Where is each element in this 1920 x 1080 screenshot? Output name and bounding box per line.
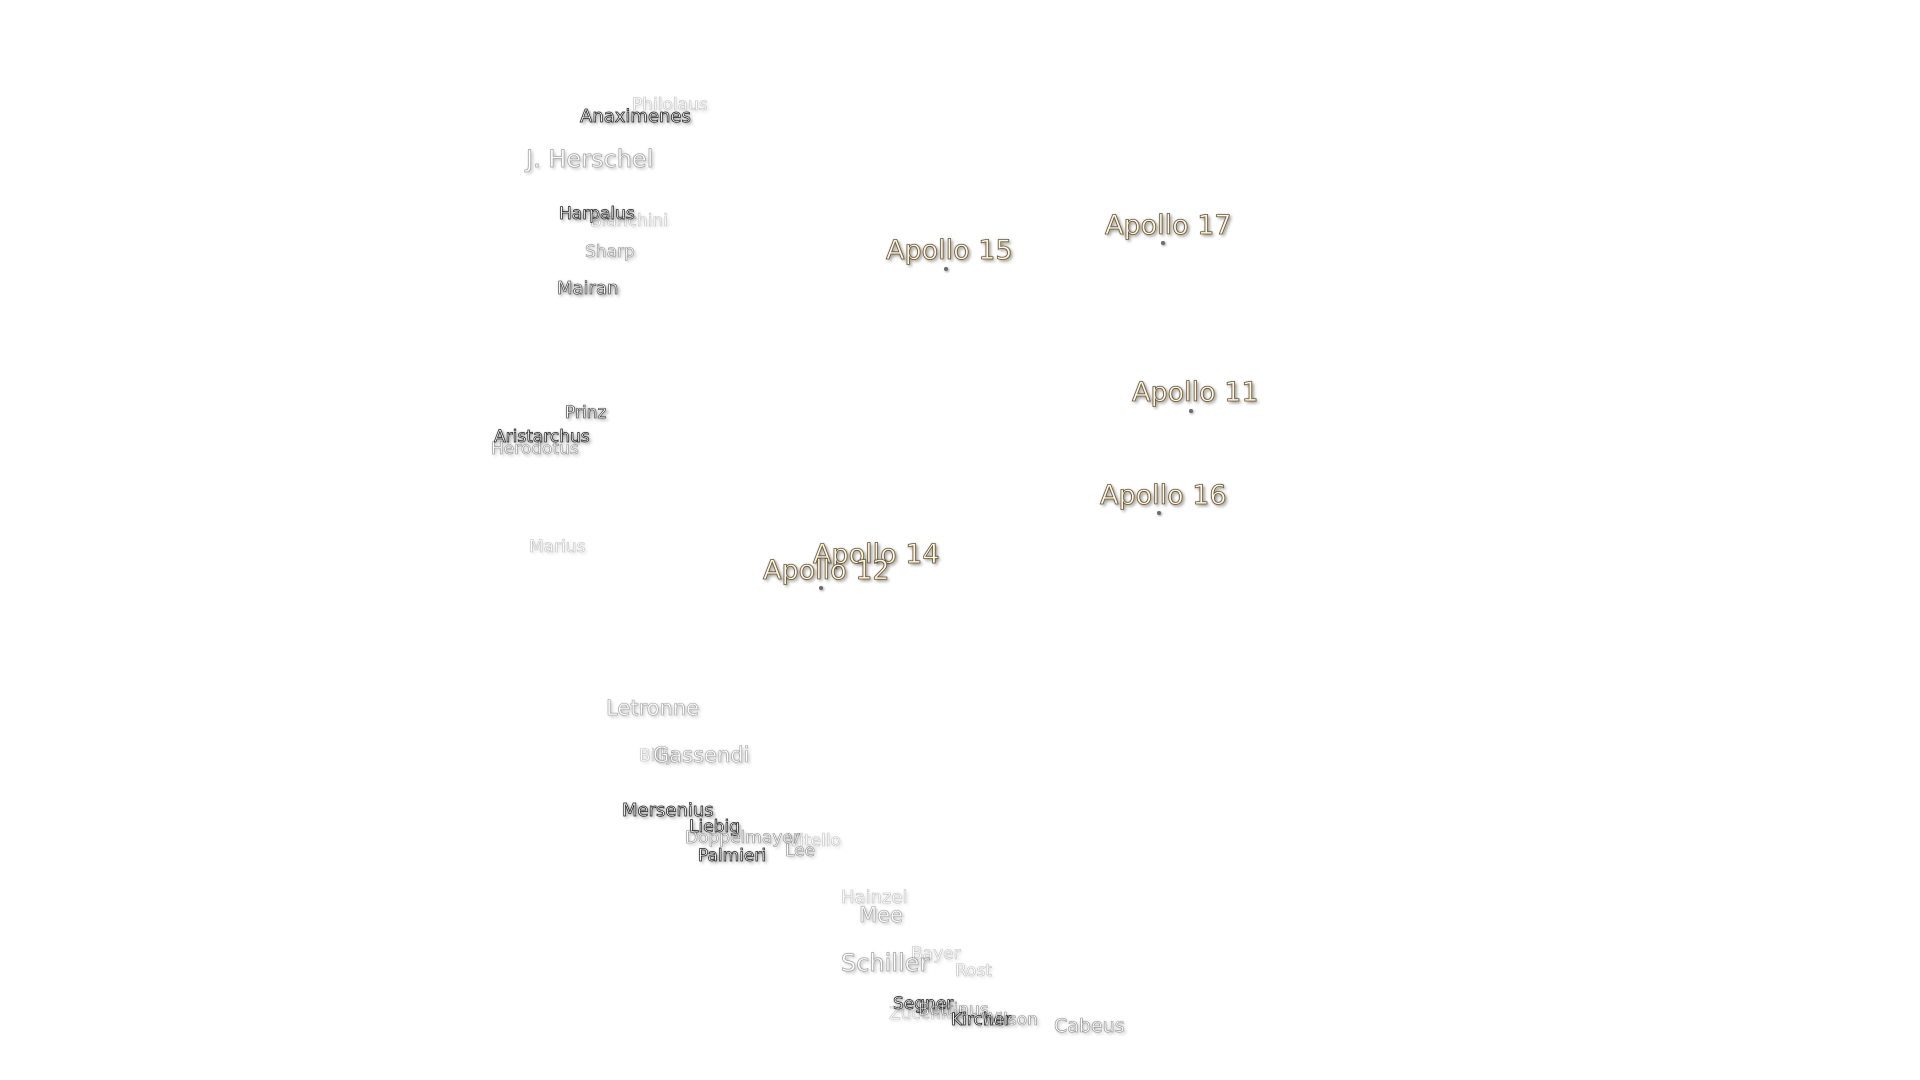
crater-label-anaximenes[interactable]: Anaximenes (580, 106, 692, 127)
crater-label-letronne[interactable]: Letronne (606, 696, 700, 720)
crater-label-kircher[interactable]: Kircher (951, 1010, 1012, 1030)
landing-label-apollo-11[interactable]: Apollo 11 (1132, 377, 1259, 408)
crater-label-gassendi[interactable]: Gassendi (653, 743, 750, 767)
crater-label-bayer[interactable]: Bayer (911, 944, 961, 964)
crater-label-prinz[interactable]: Prinz (565, 403, 607, 423)
crater-label-bettinus[interactable]: Bettinus (918, 1000, 989, 1020)
crater-label-vitello[interactable]: Vitello (788, 831, 842, 851)
crater-label-mee[interactable]: Mee (859, 903, 904, 927)
crater-label-j-herschel[interactable]: J. Herschel (526, 145, 654, 173)
crater-label-palmieri[interactable]: Palmieri (698, 846, 767, 866)
crater-label-doppelmayer[interactable]: Doppelmayer (685, 828, 800, 848)
landing-site-marker-apollo-15[interactable] (944, 267, 948, 271)
crater-label-mairan[interactable]: Mairan (557, 278, 619, 299)
crater-label-liebig[interactable]: Liebig (689, 817, 741, 837)
crater-label-billy[interactable]: Billy (639, 746, 676, 766)
crater-label-lee[interactable]: Lee (785, 841, 816, 861)
crater-label-marius[interactable]: Marius (529, 537, 586, 557)
crater-label-wilson[interactable]: Wilson (982, 1010, 1039, 1030)
crater-label-mersenius[interactable]: Mersenius (622, 800, 714, 821)
crater-label-zucchius[interactable]: Zucchius (889, 1004, 966, 1024)
crater-label-rost[interactable]: Rost (955, 961, 993, 981)
landing-label-apollo-17[interactable]: Apollo 17 (1105, 210, 1232, 241)
landing-site-marker-apollo-12[interactable] (819, 586, 823, 590)
landing-site-marker-apollo-11[interactable] (1189, 409, 1193, 413)
crater-label-schiller[interactable]: Schiller (841, 949, 930, 977)
crater-label-herodotus[interactable]: Herodotus (491, 439, 579, 459)
landing-site-marker-apollo-16[interactable] (1157, 511, 1161, 515)
crater-label-harpalus[interactable]: Harpalus (559, 204, 635, 224)
landing-label-apollo-14[interactable]: Apollo 14 (813, 539, 940, 570)
landing-site-marker-apollo-17[interactable] (1161, 241, 1165, 245)
landing-label-apollo-16[interactable]: Apollo 16 (1100, 480, 1227, 511)
crater-label-hainzel[interactable]: Hainzel (841, 887, 908, 908)
landing-label-apollo-15[interactable]: Apollo 15 (886, 235, 1013, 266)
crater-label-philolaus[interactable]: Philolaus (632, 95, 708, 115)
crater-label-segner[interactable]: Segner (893, 994, 954, 1014)
crater-label-cabeus[interactable]: Cabeus (1054, 1015, 1125, 1037)
landing-label-apollo-12[interactable]: Apollo 12 (763, 555, 890, 586)
crater-label-sharp[interactable]: Sharp (585, 242, 635, 262)
crater-label-aristarchus[interactable]: Aristarchus (494, 427, 590, 447)
crater-label-bianchini[interactable]: Bianchini (590, 211, 669, 231)
